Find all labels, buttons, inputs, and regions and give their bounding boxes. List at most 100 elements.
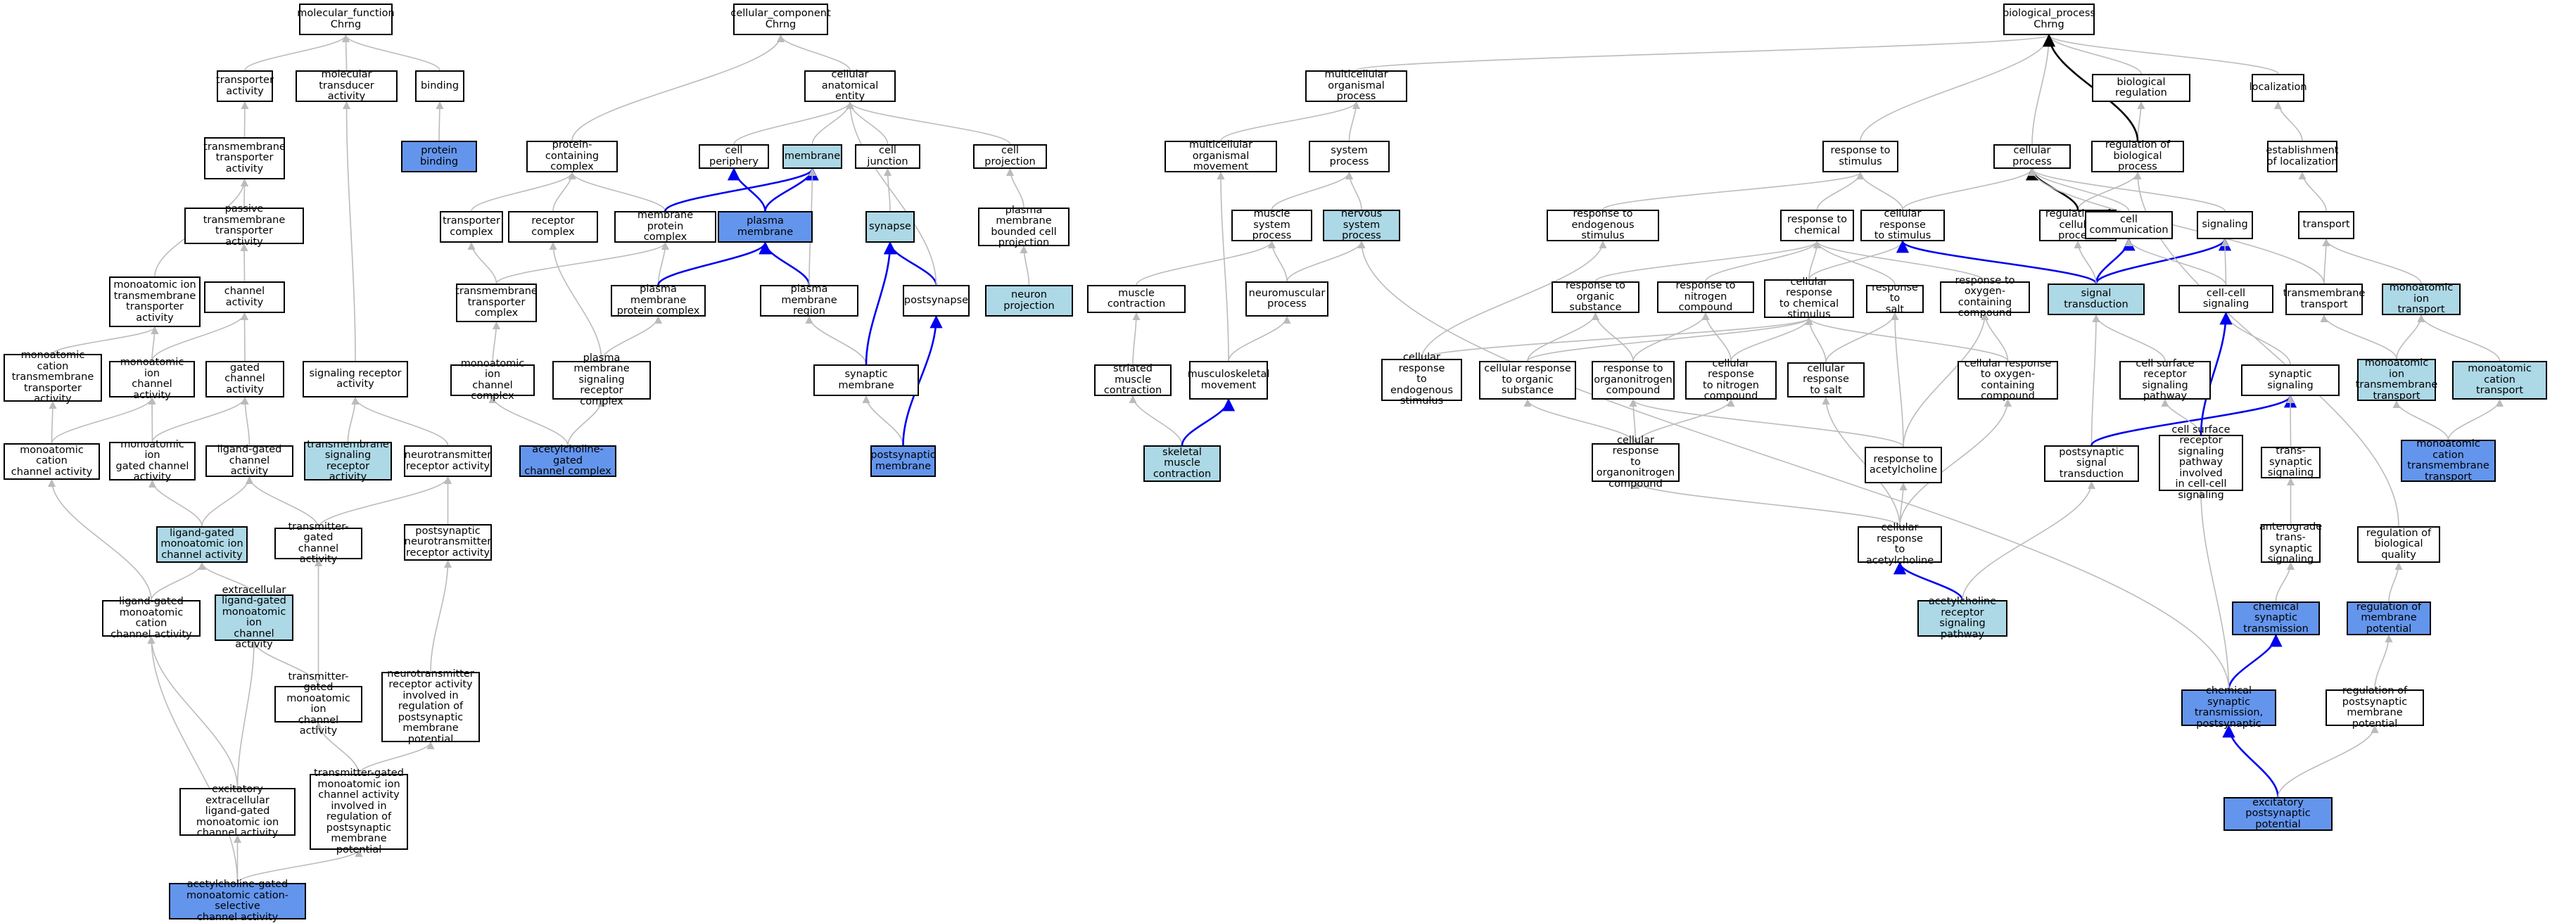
- is-a-edge: [2031, 34, 2053, 145]
- is-a-edge: [317, 476, 452, 528]
- go-term-node: neuron projection: [985, 285, 1073, 317]
- is-a-edge: [2028, 167, 2226, 212]
- is-a-edge: [1816, 171, 1865, 210]
- go-term-node: signaling receptor activity: [303, 361, 408, 397]
- go-term-node: response to chemical: [1780, 210, 1854, 241]
- is-a-edge: [1701, 312, 1732, 362]
- go-term-node: response to acetylcholine: [1865, 447, 1942, 483]
- go-term-node: monoatomic ion transport: [2382, 283, 2461, 315]
- go-term-node: monoatomic ion transmembrane transporter…: [109, 276, 201, 327]
- go-term-node: synapse: [865, 211, 915, 243]
- is-a-edge: [1705, 240, 1822, 282]
- is-a-edge: [2228, 634, 2283, 690]
- go-term-node: monoatomic ion channel activity: [109, 357, 195, 400]
- is-a-edge: [1357, 240, 2230, 690]
- is-a-edge: [1345, 171, 1362, 210]
- go-term-node: signaling: [2197, 211, 2253, 239]
- go-term-node: cellular_component Chrng: [730, 4, 831, 35]
- is-a-edge: [1903, 312, 1989, 447]
- go-term-node: synaptic signaling: [2241, 364, 2340, 396]
- go-term-node: plasma membrane bounded cell projection: [978, 205, 1070, 248]
- go-term-node: neuromuscular process: [1245, 281, 1328, 317]
- is-a-edge: [1527, 317, 1813, 362]
- go-term-node: response to endogenous stimulus: [1547, 209, 1659, 241]
- go-term-node: regulation of biological process: [2091, 140, 2184, 172]
- is-a-edge: [201, 476, 254, 527]
- go-term-node: plasma membrane region: [760, 284, 858, 317]
- go-term-node: signal transduction: [2048, 284, 2145, 315]
- go-term-node: multicellular organismal movement: [1165, 140, 1277, 172]
- is-a-edge: [1805, 317, 2009, 362]
- go-term-node: transmitter-gated channel activity: [274, 521, 362, 565]
- go-term-node: membrane: [782, 144, 842, 169]
- go-term-node: protein-containing complex: [526, 140, 618, 172]
- go-term-node: monoatomic cation transmembrane transpor…: [4, 350, 102, 405]
- go-term-node: cellular response to endogenous stimulus: [1381, 352, 1462, 407]
- is-a-edge: [2045, 34, 2279, 75]
- go-term-node: postsynaptic neurotransmitter receptor a…: [404, 524, 492, 561]
- is-a-edge: [1523, 398, 1637, 444]
- is-a-edge: [2277, 725, 2379, 798]
- go-term-node: response to organonitrogen compound: [1592, 361, 1675, 400]
- is-a-edge: [2417, 314, 2501, 362]
- is-a-edge: [865, 241, 897, 365]
- is-a-edge: [342, 101, 356, 362]
- is-a-edge: [2298, 171, 2327, 212]
- is-a-edge: [351, 396, 449, 446]
- is-a-edge: [2028, 167, 2130, 212]
- is-a-edge: [198, 561, 255, 595]
- is-a-edge: [1632, 480, 1901, 527]
- go-term-node: monoatomic ion channel complex: [450, 358, 535, 402]
- go-term-node: monoatomic cation transport: [2452, 361, 2547, 400]
- is-a-edge: [727, 167, 766, 212]
- is-a-edge: [488, 395, 569, 446]
- go-term-node: transmembrane transporter complex: [455, 284, 538, 322]
- go-term-node: neurotransmitter receptor activity invol…: [381, 668, 480, 745]
- is-a-edge: [147, 635, 239, 884]
- is-a-edge: [1271, 171, 1354, 210]
- go-term-node: skeletal muscle contraction: [1143, 445, 1221, 482]
- is-a-edge: [1856, 171, 1903, 210]
- go-term-node: cell-cell signaling: [2178, 285, 2273, 313]
- go-term-node: transporter complex: [440, 211, 503, 243]
- is-a-edge: [1286, 240, 1366, 282]
- is-a-edge: [236, 639, 258, 789]
- go-term-node: ligand-gated channel activity: [205, 445, 293, 477]
- go-term-node: passive transmembrane transporter activi…: [184, 203, 304, 247]
- go-term-node: monoatomic cation transmembrane transpor…: [2401, 438, 2496, 482]
- go-term-node: plasma membrane: [718, 211, 813, 243]
- go-term-node: response to organic substance: [1552, 281, 1639, 313]
- is-a-edge: [549, 241, 602, 362]
- go-term-node: molecular_function Chrng: [297, 4, 395, 35]
- is-a-edge: [2161, 398, 2202, 435]
- go-term-node: monoatomic ion transmembrane transport: [2355, 357, 2438, 402]
- is-a-edge: [1136, 240, 1276, 286]
- is-a-edge: [2374, 634, 2393, 690]
- go-term-node: ligand-gated monoatomic ion channel acti…: [156, 526, 248, 563]
- is-a-edge: [1020, 245, 1030, 286]
- is-a-edge: [1893, 561, 1964, 601]
- is-a-edge: [244, 34, 350, 71]
- is-a-edge: [492, 321, 501, 365]
- is-a-edge: [601, 315, 663, 362]
- go-term-node: ligand-gated monoatomic cation channel a…: [102, 596, 201, 639]
- is-a-edge: [2388, 561, 2403, 602]
- go-term-node: postsynaptic membrane: [870, 445, 936, 477]
- is-a-edge: [341, 34, 440, 71]
- is-a-edge: [2222, 725, 2279, 798]
- go-term-node: cellular response to oxygen-containing c…: [1958, 358, 2058, 402]
- go-term-node: cellular response to chemical stimulus: [1764, 276, 1854, 320]
- is-a-edge: [1129, 395, 1183, 446]
- is-a-edge: [2200, 312, 2233, 435]
- is-a-edge: [2028, 167, 2325, 284]
- is-a-edge: [2392, 400, 2449, 440]
- go-term-node: cellular response to organonitrogen comp…: [1592, 435, 1680, 490]
- go-term-node: system process: [1309, 141, 1390, 172]
- go-term-node: cell periphery: [699, 144, 769, 169]
- is-a-edge: [2221, 238, 2229, 286]
- is-a-edge: [241, 101, 249, 138]
- is-a-edge: [51, 396, 156, 444]
- go-term-node: plasma membrane protein complex: [611, 284, 706, 317]
- is-a-edge: [2095, 238, 2231, 284]
- is-a-edge: [1635, 398, 1735, 444]
